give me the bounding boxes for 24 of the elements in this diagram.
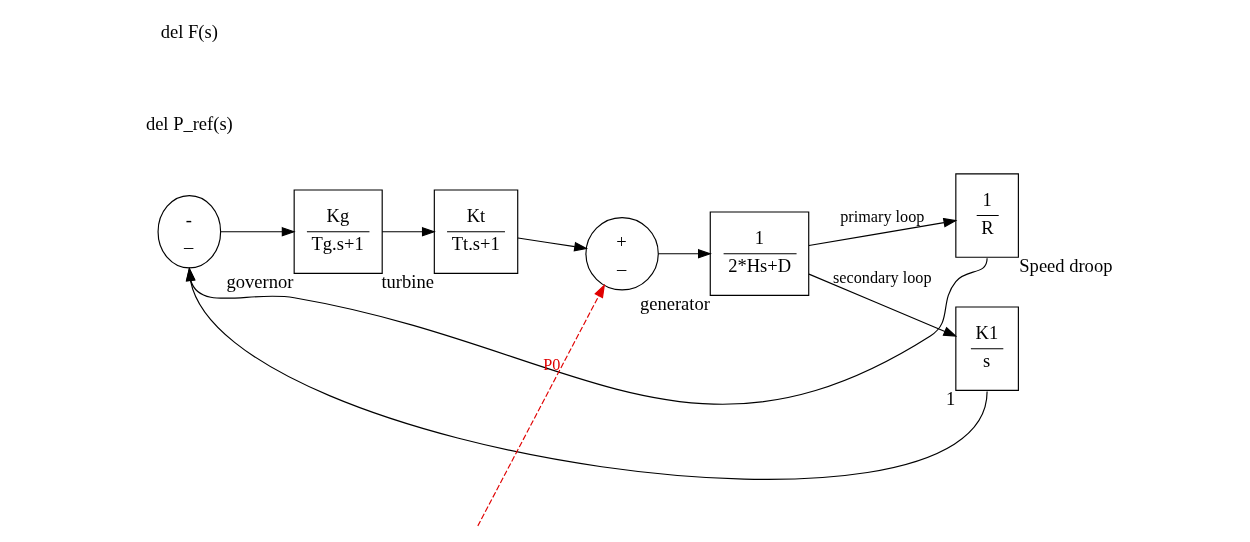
node-circle: + _ <box>585 217 659 291</box>
arrow <box>517 237 589 252</box>
node-box: Kg Tg.s+1 <box>293 189 383 274</box>
node-label: Speed droop <box>1019 255 1113 277</box>
node-label: 1 <box>945 388 956 410</box>
arrow <box>808 217 958 247</box>
node-box: 1 2*Hs+D <box>709 211 810 296</box>
node-box: 1 R <box>955 173 1019 258</box>
edge-label: P0 <box>543 355 561 374</box>
edge-label: secondary loop <box>833 268 932 287</box>
arrow <box>381 226 436 237</box>
node-label: turbine <box>381 271 434 293</box>
arrow <box>477 283 606 527</box>
node-box: Kt Tt.s+1 <box>433 189 519 274</box>
label: del F(s) <box>160 21 218 43</box>
node-label: generator <box>639 293 710 315</box>
arrow <box>220 226 296 237</box>
arrow <box>808 273 958 337</box>
edge-label: primary loop <box>840 207 925 226</box>
node-ellipse: - _ <box>157 195 222 269</box>
label: del P_ref(s) <box>145 112 233 134</box>
node-box: K1 s <box>955 306 1019 391</box>
arrow <box>657 248 712 259</box>
node-label: governor <box>226 271 294 293</box>
